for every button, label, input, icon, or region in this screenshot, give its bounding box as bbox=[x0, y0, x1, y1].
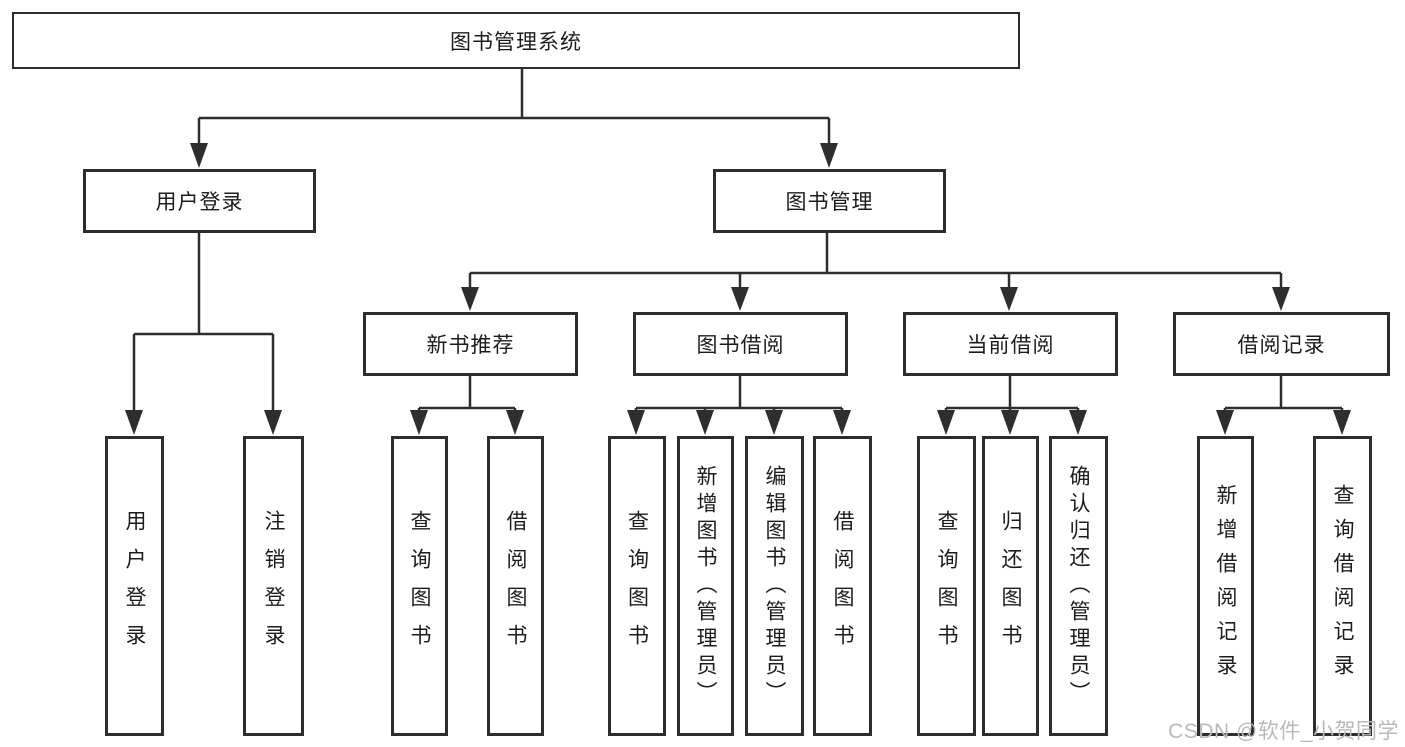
root-node-label: 图书管理系统 bbox=[450, 30, 582, 54]
root-node-system: 图书管理系统 bbox=[12, 12, 1020, 69]
leaf-node-query-books: 查询图书 bbox=[391, 436, 448, 736]
leaf-node-label: 借阅图书 bbox=[504, 510, 527, 662]
leaf-node-label: 用户登录 bbox=[123, 510, 146, 662]
module-node-label: 借阅记录 bbox=[1237, 334, 1326, 357]
leaf-node-label: 借阅图书 bbox=[831, 510, 854, 662]
leaf-node-label: 查询图书 bbox=[408, 510, 431, 662]
leaf-node-label: 查询借阅记录 bbox=[1331, 484, 1354, 688]
leaf-node-label: 查询图书 bbox=[625, 510, 649, 662]
leaf-node-borrow-books: 借阅图书 bbox=[813, 436, 872, 736]
branch-node-user-login: 用户登录 bbox=[83, 169, 316, 233]
leaf-node-label: 新增图书（管理员） bbox=[694, 464, 717, 708]
module-node-label: 当前借阅 bbox=[966, 334, 1055, 357]
leaf-node-label: 查询图书 bbox=[935, 510, 958, 662]
leaf-node-label: 编辑图书（管理员） bbox=[763, 464, 786, 708]
leaf-node-return-books: 归还图书 bbox=[982, 436, 1039, 736]
module-node-new-book-recommend: 新书推荐 bbox=[363, 312, 578, 376]
leaf-node-query-books: 查询图书 bbox=[917, 436, 976, 736]
module-node-book-borrow: 图书借阅 bbox=[633, 312, 848, 376]
leaf-node-query-books: 查询图书 bbox=[608, 436, 666, 736]
module-node-borrow-records: 借阅记录 bbox=[1173, 312, 1390, 376]
arrowhead-icons bbox=[125, 143, 1351, 435]
leaf-node-confirm-return-admin: 确认归还（管理员） bbox=[1049, 436, 1108, 736]
branch-node-book-management: 图书管理 bbox=[713, 169, 946, 233]
leaf-node-user-login: 用户登录 bbox=[105, 436, 164, 736]
leaf-node-label: 注销登录 bbox=[262, 510, 285, 662]
branch-node-label: 用户登录 bbox=[155, 191, 244, 214]
module-node-current-borrow: 当前借阅 bbox=[903, 312, 1118, 376]
module-node-label: 图书借阅 bbox=[696, 334, 785, 357]
leaf-node-label: 归还图书 bbox=[999, 510, 1022, 662]
csdn-watermark: CSDN @软件_小贺同学 bbox=[1168, 720, 1399, 743]
leaf-node-query-borrow-record: 查询借阅记录 bbox=[1313, 436, 1372, 736]
leaf-node-label: 新增借阅记录 bbox=[1214, 484, 1237, 688]
branch-node-label: 图书管理 bbox=[785, 191, 874, 214]
leaf-node-logout: 注销登录 bbox=[243, 436, 304, 736]
leaf-node-add-books-admin: 新增图书（管理员） bbox=[677, 436, 734, 736]
module-node-label: 新书推荐 bbox=[426, 334, 515, 357]
leaf-node-label: 确认归还（管理员） bbox=[1067, 464, 1090, 708]
leaf-node-add-borrow-record: 新增借阅记录 bbox=[1197, 436, 1254, 736]
leaf-node-edit-books-admin: 编辑图书（管理员） bbox=[745, 436, 804, 736]
leaf-node-borrow-books: 借阅图书 bbox=[487, 436, 544, 736]
